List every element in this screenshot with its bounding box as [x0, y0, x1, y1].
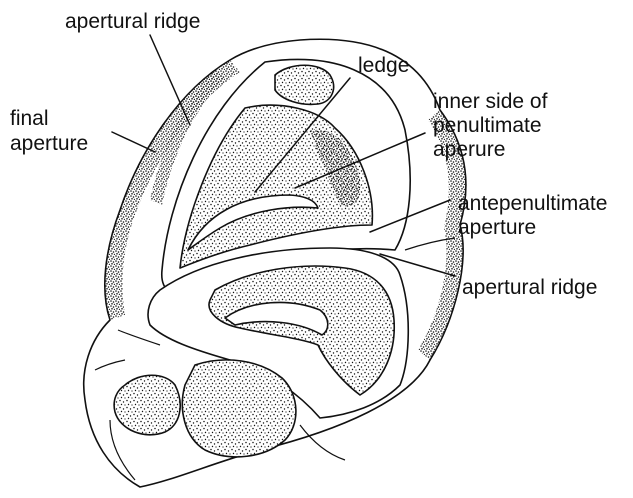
label-apertural-ridge-top: apertural ridge: [65, 10, 200, 33]
lower-left-chamber: [114, 375, 180, 435]
suture-2: [95, 360, 125, 370]
label-apertural-ridge-right: apertural ridge: [462, 276, 597, 299]
label-inner-side-line3: aperure: [433, 138, 505, 161]
suture-1: [118, 330, 160, 345]
suture-3: [300, 425, 345, 460]
small-top-chamber: [275, 65, 334, 104]
leader-final-aperture: [112, 132, 155, 152]
label-ledge: ledge: [358, 54, 409, 77]
label-final-aperture-line1: final: [10, 107, 49, 130]
label-inner-side-line1: inner side of: [433, 90, 548, 113]
label-antepenultimate-line2: aperture: [458, 216, 536, 239]
label-antepenultimate-line1: antepenultimate: [458, 192, 607, 215]
label-inner-side-line2: penultimate: [433, 114, 542, 137]
label-final-aperture-line2: aperture: [10, 132, 88, 155]
leader-apertural-ridge-top: [150, 35, 190, 125]
